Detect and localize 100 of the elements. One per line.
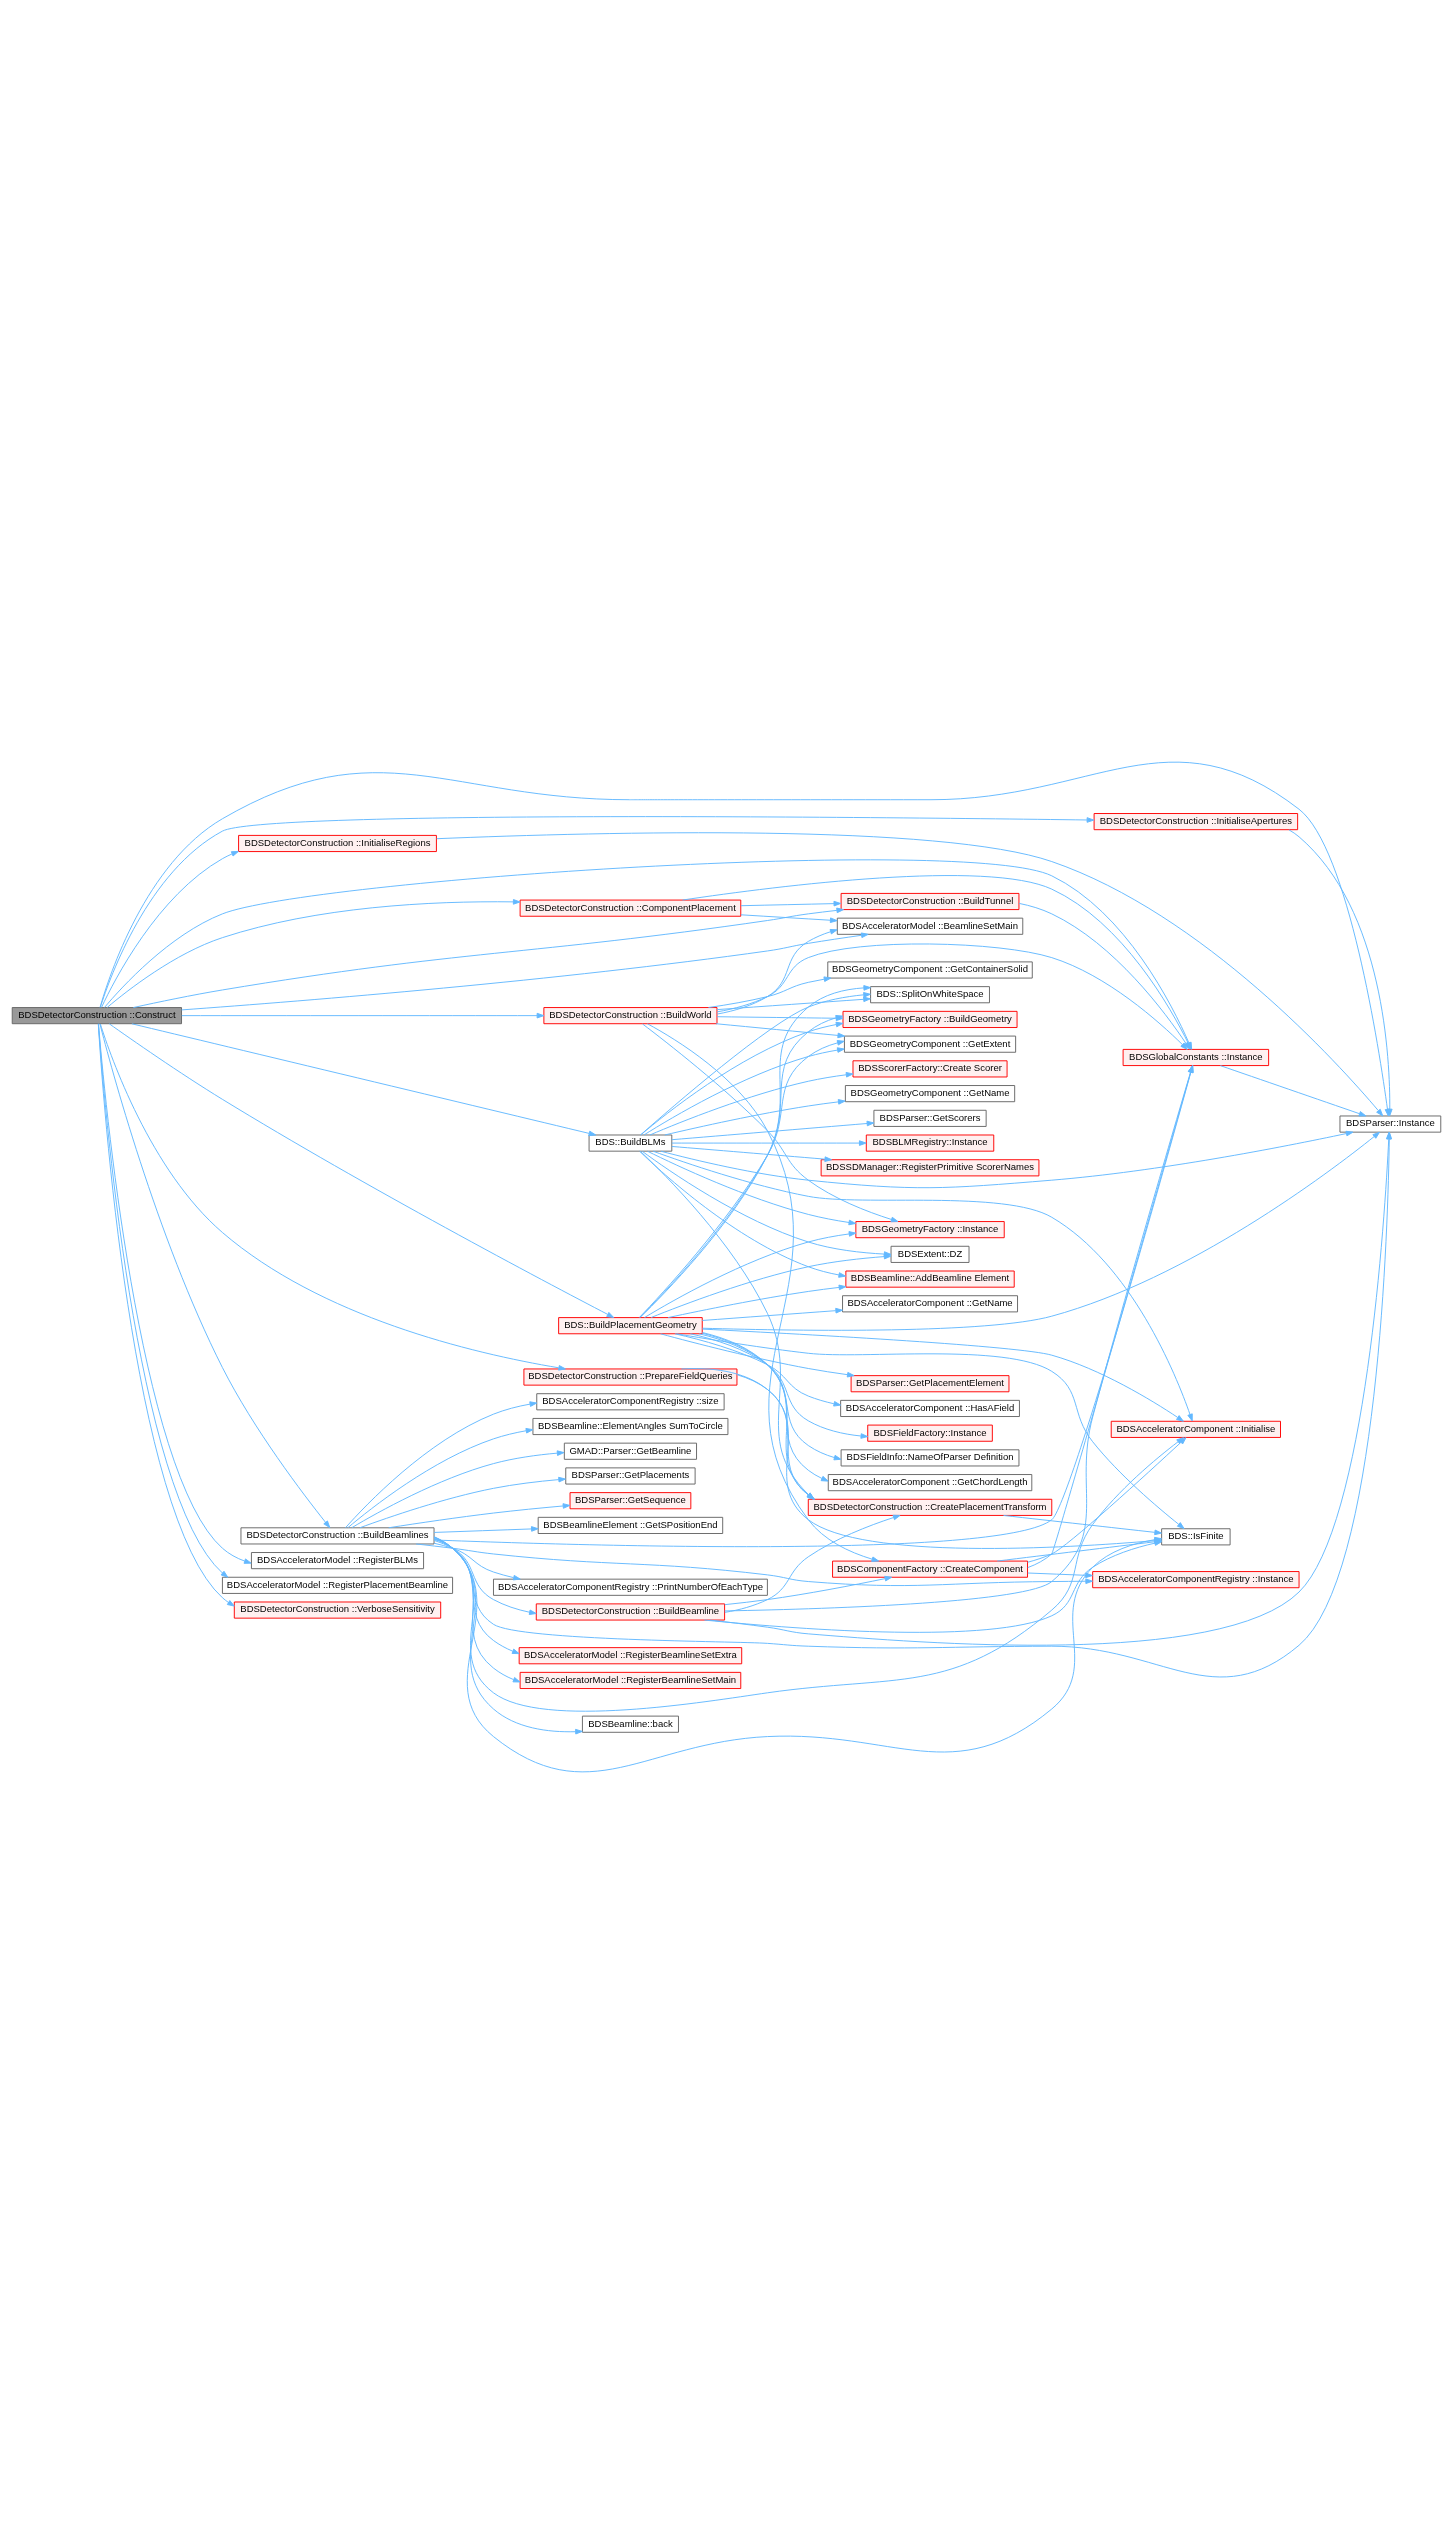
- arrow: [640, 1021, 844, 1136]
- node-box: BDSDetectorConstruction ::BuildWorld: [543, 1007, 718, 1025]
- arrow: [667, 1284, 847, 1319]
- node-box: BDSDetectorConstruction ::BuildBeamlines: [240, 1527, 435, 1545]
- node-box: BDSAcceleratorComponent ::GetChordLength: [827, 1474, 1033, 1492]
- arrow: [99, 1023, 566, 1371]
- node-box: BDS::SplitOnWhiteSpace: [870, 986, 990, 1004]
- node-box: BDSBLMRegistry::Instance: [865, 1134, 995, 1152]
- node-box: BDSDetectorConstruction ::Construct: [11, 1007, 182, 1025]
- arrow: [642, 1023, 899, 1223]
- arrow: [108, 1023, 615, 1318]
- node-box: BDSDetectorConstruction ::ComponentPlacement: [519, 899, 742, 917]
- node-box: BDSAcceleratorComponentRegistry ::size: [536, 1393, 725, 1411]
- node-box: BDSParser::GetScorers: [873, 1109, 987, 1127]
- node-box: BDSAcceleratorComponent ::Initialise: [1110, 1420, 1281, 1438]
- node-box: BDSDetectorConstruction ::VerboseSensitivity: [233, 1601, 442, 1619]
- arrow: [106, 899, 521, 1008]
- arrow: [646, 1023, 880, 1562]
- arrow: [351, 1450, 565, 1529]
- arrow: [716, 943, 1188, 1050]
- arrow: [644, 1231, 857, 1318]
- arrow: [671, 1145, 833, 1162]
- node-box: BDSDetectorConstruction ::InitialiseApertures: [1093, 813, 1299, 831]
- arrow: [716, 928, 838, 1015]
- arrow: [724, 1575, 893, 1606]
- arrow: [649, 1071, 854, 1136]
- arrow: [660, 1130, 1354, 1189]
- arrow: [702, 1328, 1184, 1422]
- arrow: [436, 832, 1384, 1117]
- arrow: [99, 1023, 331, 1529]
- arrow: [415, 1543, 1093, 1587]
- node-box: BDSDetectorConstruction ::InitialiseRegions: [238, 834, 437, 853]
- arrow: [740, 914, 838, 924]
- node-box: BDSDetectorConstruction ::BuildBeamline: [535, 1603, 726, 1621]
- arrow: [101, 850, 239, 1008]
- node-box: BDSGlobalConstants ::Instance: [1122, 1048, 1270, 1067]
- node-box: BDSExtent::DZ: [890, 1245, 970, 1263]
- arrow: [347, 1427, 534, 1529]
- node-box: GMAD::Parser::GetBeamline: [563, 1442, 697, 1460]
- arrow: [181, 1012, 545, 1019]
- node-box: BDSGeometryComponent ::GetExtent: [843, 1035, 1017, 1053]
- arrow: [674, 1333, 842, 1407]
- arrow: [689, 1333, 869, 1439]
- node-box: BDSGeometryComponent ::GetName: [844, 1085, 1016, 1103]
- arrow: [652, 1150, 1193, 1422]
- node-box: BDS::IsFinite: [1161, 1528, 1231, 1546]
- node-box: BDSBeamlineElement ::GetSPositionEnd: [537, 1516, 724, 1534]
- arrow: [716, 996, 871, 1011]
- arrow: [671, 1120, 875, 1141]
- node-box: BDSParser::GetSequence: [569, 1492, 692, 1510]
- node-box: BDSBeamline::back: [581, 1715, 679, 1733]
- arrow: [388, 1503, 571, 1529]
- arrow: [1027, 1065, 1194, 1569]
- arrow: [701, 1307, 843, 1321]
- node-box: BDSAcceleratorComponentRegistry ::Instance: [1092, 1571, 1300, 1589]
- arrow: [433, 1542, 521, 1581]
- arrow: [181, 932, 869, 1011]
- node-box: BDSDetectorConstruction ::PrepareFieldQueries: [523, 1368, 738, 1386]
- arrow: [1219, 1065, 1367, 1117]
- node-box: BDS::BuildPlacementGeometry: [558, 1317, 703, 1335]
- arrow: [647, 1150, 857, 1226]
- node-box: BDSComponentFactory ::CreateComponent: [832, 1560, 1028, 1578]
- arrow: [643, 1047, 845, 1136]
- arrow: [660, 1333, 855, 1378]
- node-box: BDSParser::Instance: [1339, 1115, 1442, 1133]
- arrow: [724, 1065, 1194, 1612]
- arrow: [639, 1150, 847, 1278]
- arrow: [433, 1536, 583, 1735]
- node-box: BDSFieldInfo::NameOfParser Definition: [840, 1449, 1020, 1467]
- arrow: [698, 1333, 842, 1461]
- node-box: BDS::BuildBLMs: [588, 1134, 673, 1152]
- node-box: BDSGeometryComponent ::GetContainerSolid: [827, 961, 1033, 979]
- arrow: [132, 907, 845, 1008]
- node-box: BDSParser::GetPlacementElement: [850, 1375, 1010, 1393]
- arrow: [716, 1015, 844, 1022]
- arrow: [724, 1514, 901, 1613]
- node-box: BDSSDManager::RegisterPrimitive ScorerNames: [820, 1159, 1040, 1177]
- arrow: [359, 1476, 566, 1529]
- node-box: BDSAcceleratorComponent ::HasAField: [840, 1399, 1020, 1417]
- node-box: BDSBeamline::AddBeamline Element: [845, 1270, 1015, 1288]
- node-box: BDSBeamline::ElementAngles SumToCircle: [532, 1417, 729, 1436]
- arrow: [433, 1437, 1184, 1712]
- node-box: BDSDetectorConstruction ::BuildTunnel: [840, 892, 1020, 911]
- arrow: [1003, 1514, 1162, 1536]
- arrow: [671, 1140, 867, 1146]
- node-box: BDSAcceleratorModel ::RegisterBeamlineSetMain: [519, 1671, 742, 1689]
- node-box: BDSAcceleratorModel ::BeamlineSetMain: [836, 917, 1024, 935]
- arrow: [1027, 1572, 1093, 1579]
- node-box: BDSAcceleratorModel ::RegisterBLMs: [250, 1552, 425, 1570]
- arrow: [664, 1099, 846, 1136]
- arrow: [708, 976, 832, 1008]
- arrow: [433, 1526, 539, 1533]
- arrow: [640, 992, 871, 1136]
- arrow: [702, 1332, 829, 1482]
- node-box: BDSAcceleratorModel ::RegisterPlacementBeamline: [221, 1576, 454, 1594]
- arrow: [131, 1023, 597, 1137]
- node-box: BDSFieldFactory::Instance: [867, 1424, 993, 1442]
- node-box: BDSAcceleratorModel ::RegisterBeamlineSetExtra: [518, 1647, 743, 1665]
- node-box: BDSScorerFactory::Create Scorer: [852, 1060, 1008, 1078]
- arrow: [433, 1540, 537, 1616]
